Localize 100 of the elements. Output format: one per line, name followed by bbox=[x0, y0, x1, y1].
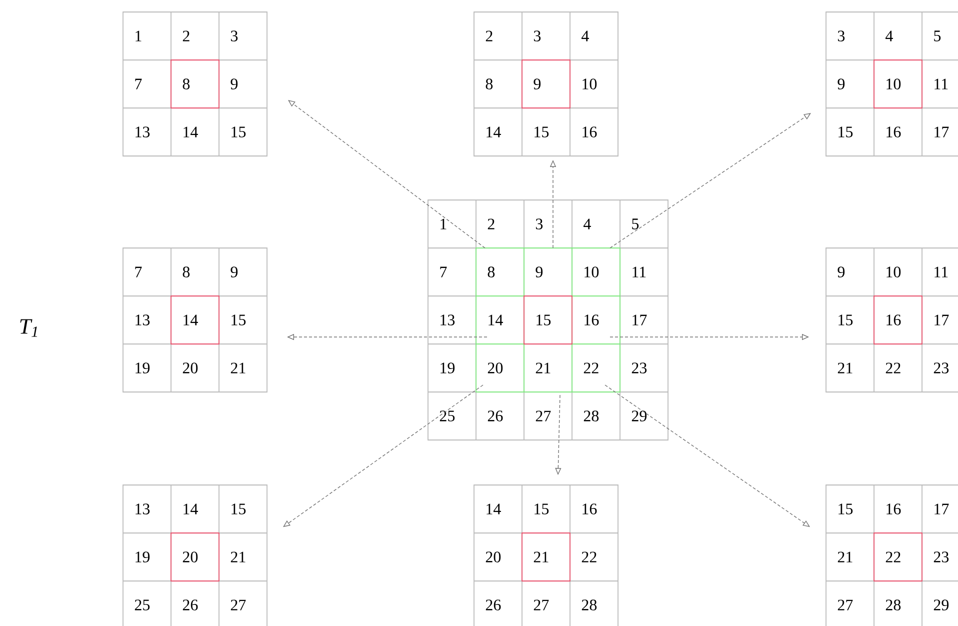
cell-number: 3 bbox=[534, 30, 541, 42]
cell-number: 17 bbox=[934, 126, 949, 138]
cell-number: 4 bbox=[584, 218, 591, 230]
cell-number: 19 bbox=[136, 552, 150, 562]
cell-number: 14 bbox=[486, 126, 501, 138]
number-grid bbox=[428, 200, 668, 440]
cell-number: 21 bbox=[838, 552, 852, 562]
cell-number: 13 bbox=[440, 314, 455, 326]
cell-number: 22 bbox=[582, 552, 596, 562]
cell-number: 29 bbox=[934, 600, 949, 610]
cell-number: 3 bbox=[838, 30, 845, 42]
cell-number: 11 bbox=[632, 266, 646, 278]
cell-number: 22 bbox=[886, 362, 900, 374]
number-grid bbox=[474, 484, 618, 626]
cell-number: 4 bbox=[582, 30, 589, 42]
cell-number: 3 bbox=[230, 30, 238, 42]
cell-number: 8 bbox=[486, 78, 493, 90]
cell-number: 20 bbox=[486, 552, 501, 562]
cell-number: 5 bbox=[632, 218, 639, 230]
cell-number: 7 bbox=[135, 266, 142, 278]
cell-number: 16 bbox=[886, 504, 901, 514]
cell-number: 20 bbox=[488, 362, 503, 374]
cell-number: 13 bbox=[136, 314, 150, 326]
cell-number: 14 bbox=[488, 314, 503, 326]
cell-number: 16 bbox=[582, 504, 597, 514]
cell-number: 14 bbox=[184, 126, 198, 138]
cell-number: 11 bbox=[934, 78, 948, 90]
cell-number: 10 bbox=[886, 78, 901, 90]
cell-number: 29 bbox=[632, 410, 647, 422]
cell-number: 9 bbox=[838, 266, 845, 278]
cell-number: 2 bbox=[488, 218, 494, 230]
cell-number: 8 bbox=[182, 266, 190, 278]
cell-number: 14 bbox=[184, 314, 198, 326]
cell-number: 25 bbox=[440, 410, 455, 422]
cell-number: 7 bbox=[440, 266, 447, 278]
cell-number: 21 bbox=[534, 552, 548, 562]
cell-number: 8 bbox=[182, 78, 190, 90]
cell-number: 15 bbox=[534, 126, 549, 138]
cell-number: 27 bbox=[838, 600, 853, 610]
cell-number: 27 bbox=[534, 600, 549, 610]
cell-number: 9 bbox=[230, 78, 238, 90]
cell-number: 8 bbox=[488, 266, 495, 278]
arrow bbox=[604, 384, 810, 527]
cell-number: 2 bbox=[182, 30, 190, 42]
arrow bbox=[288, 100, 486, 248]
cell-number: 16 bbox=[886, 314, 901, 326]
cell-number: 5 bbox=[934, 30, 941, 42]
cell-number: 28 bbox=[886, 600, 901, 610]
number-grid bbox=[122, 12, 268, 156]
cell-number: 21 bbox=[838, 362, 852, 374]
cell-number: 28 bbox=[582, 600, 597, 610]
cell-number: 15 bbox=[838, 126, 853, 138]
cell-number: 27 bbox=[230, 600, 246, 610]
cell-number: 15 bbox=[536, 314, 551, 326]
cell-number: 17 bbox=[934, 504, 949, 514]
cell-number: 23 bbox=[934, 552, 949, 562]
cell-number: 26 bbox=[488, 410, 503, 422]
cell-number: 23 bbox=[632, 362, 647, 374]
cell-number: 10 bbox=[584, 266, 599, 278]
cell-number: 9 bbox=[534, 78, 541, 90]
cell-number: 20 bbox=[182, 552, 198, 562]
cell-number: 10 bbox=[886, 266, 901, 278]
arrow bbox=[283, 384, 484, 527]
cell-number: 2 bbox=[486, 30, 492, 42]
cell-number: 15 bbox=[232, 126, 246, 138]
cell-number: 17 bbox=[934, 314, 949, 326]
cell-number: 4 bbox=[886, 30, 893, 42]
cell-number: 1 bbox=[136, 30, 142, 42]
cell-number: 22 bbox=[886, 552, 900, 562]
cell-number: 13 bbox=[136, 126, 150, 138]
cell-number: 14 bbox=[486, 504, 501, 514]
number-grid bbox=[122, 248, 268, 392]
cell-number: 26 bbox=[486, 600, 501, 610]
cell-number: 27 bbox=[536, 410, 551, 422]
cell-number: 15 bbox=[232, 314, 246, 326]
number-grid bbox=[476, 248, 620, 392]
cell-number: 16 bbox=[584, 314, 599, 326]
cell-number: 19 bbox=[136, 362, 150, 374]
cell-number: 17 bbox=[632, 314, 647, 326]
cell-number: 10 bbox=[582, 78, 597, 90]
cell-number: 16 bbox=[886, 126, 901, 138]
cell-number: 25 bbox=[134, 600, 150, 610]
cell-number: 9 bbox=[230, 266, 238, 278]
cell-number: 16 bbox=[582, 126, 597, 138]
cell-number: 22 bbox=[584, 362, 598, 374]
cell-number: 20 bbox=[182, 362, 198, 374]
cell-number: 21 bbox=[536, 362, 550, 374]
grid-label: T$_{1}$ bbox=[20, 319, 38, 337]
cell-number: 26 bbox=[182, 600, 198, 610]
cell-number: 11 bbox=[934, 266, 948, 278]
number-grid bbox=[474, 12, 618, 156]
cell-number: 15 bbox=[838, 504, 853, 514]
cell-number: 9 bbox=[536, 266, 543, 278]
arrow bbox=[610, 113, 811, 248]
cell-number: 23 bbox=[934, 362, 949, 374]
cell-number: 15 bbox=[534, 504, 549, 514]
cell-number: 21 bbox=[230, 362, 246, 374]
cell-number: 1 bbox=[440, 218, 446, 230]
cell-number: 3 bbox=[536, 218, 543, 230]
cell-number: 9 bbox=[838, 78, 845, 90]
